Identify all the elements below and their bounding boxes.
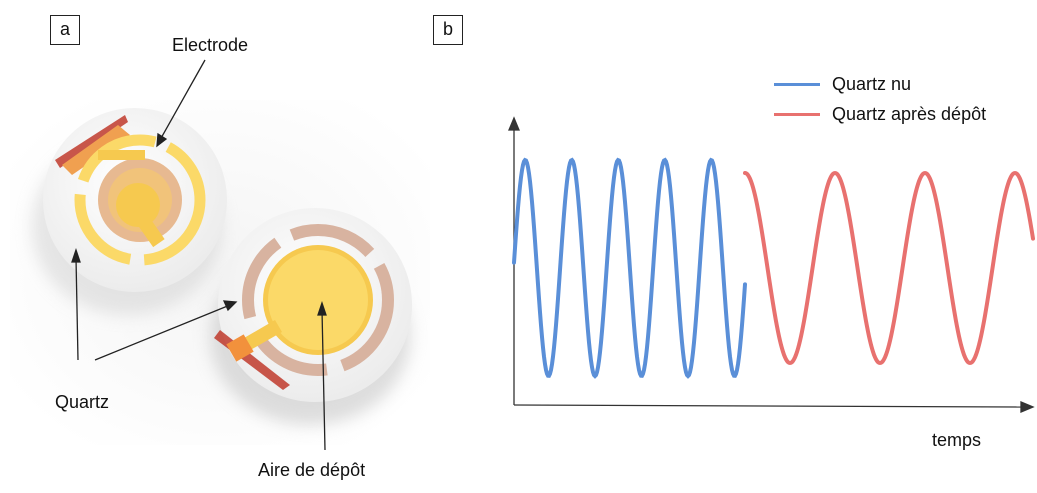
wave-quartz-apres-depot xyxy=(743,170,1035,366)
legend-label-quartz-nu: Quartz nu xyxy=(832,74,912,94)
legend-label-quartz-apres-depot: Quartz après dépôt xyxy=(832,104,987,124)
panel-a-label: a xyxy=(50,15,80,45)
electrode-label: Electrode xyxy=(172,35,249,55)
legend-swatch-red xyxy=(774,113,820,116)
x-axis xyxy=(513,404,1026,408)
quartz-disc-2 xyxy=(210,208,412,425)
quartz-disc-1 xyxy=(32,108,227,315)
panel-b-label: b xyxy=(433,15,463,45)
wave-quartz-nu xyxy=(512,157,747,379)
legend-quartz-nu: Quartz nu xyxy=(774,74,911,95)
quartz-label: Quartz xyxy=(55,392,110,412)
deposit-area-label: Aire de dépôt xyxy=(258,460,366,480)
legend-swatch-blue xyxy=(774,83,820,86)
x-axis-label: temps xyxy=(932,430,982,450)
annotation-arrows xyxy=(71,59,327,451)
legend-quartz-apres-depot: Quartz après dépôt xyxy=(774,104,986,125)
x-axis-arrow xyxy=(1020,401,1035,413)
y-axis-arrow xyxy=(508,116,520,131)
